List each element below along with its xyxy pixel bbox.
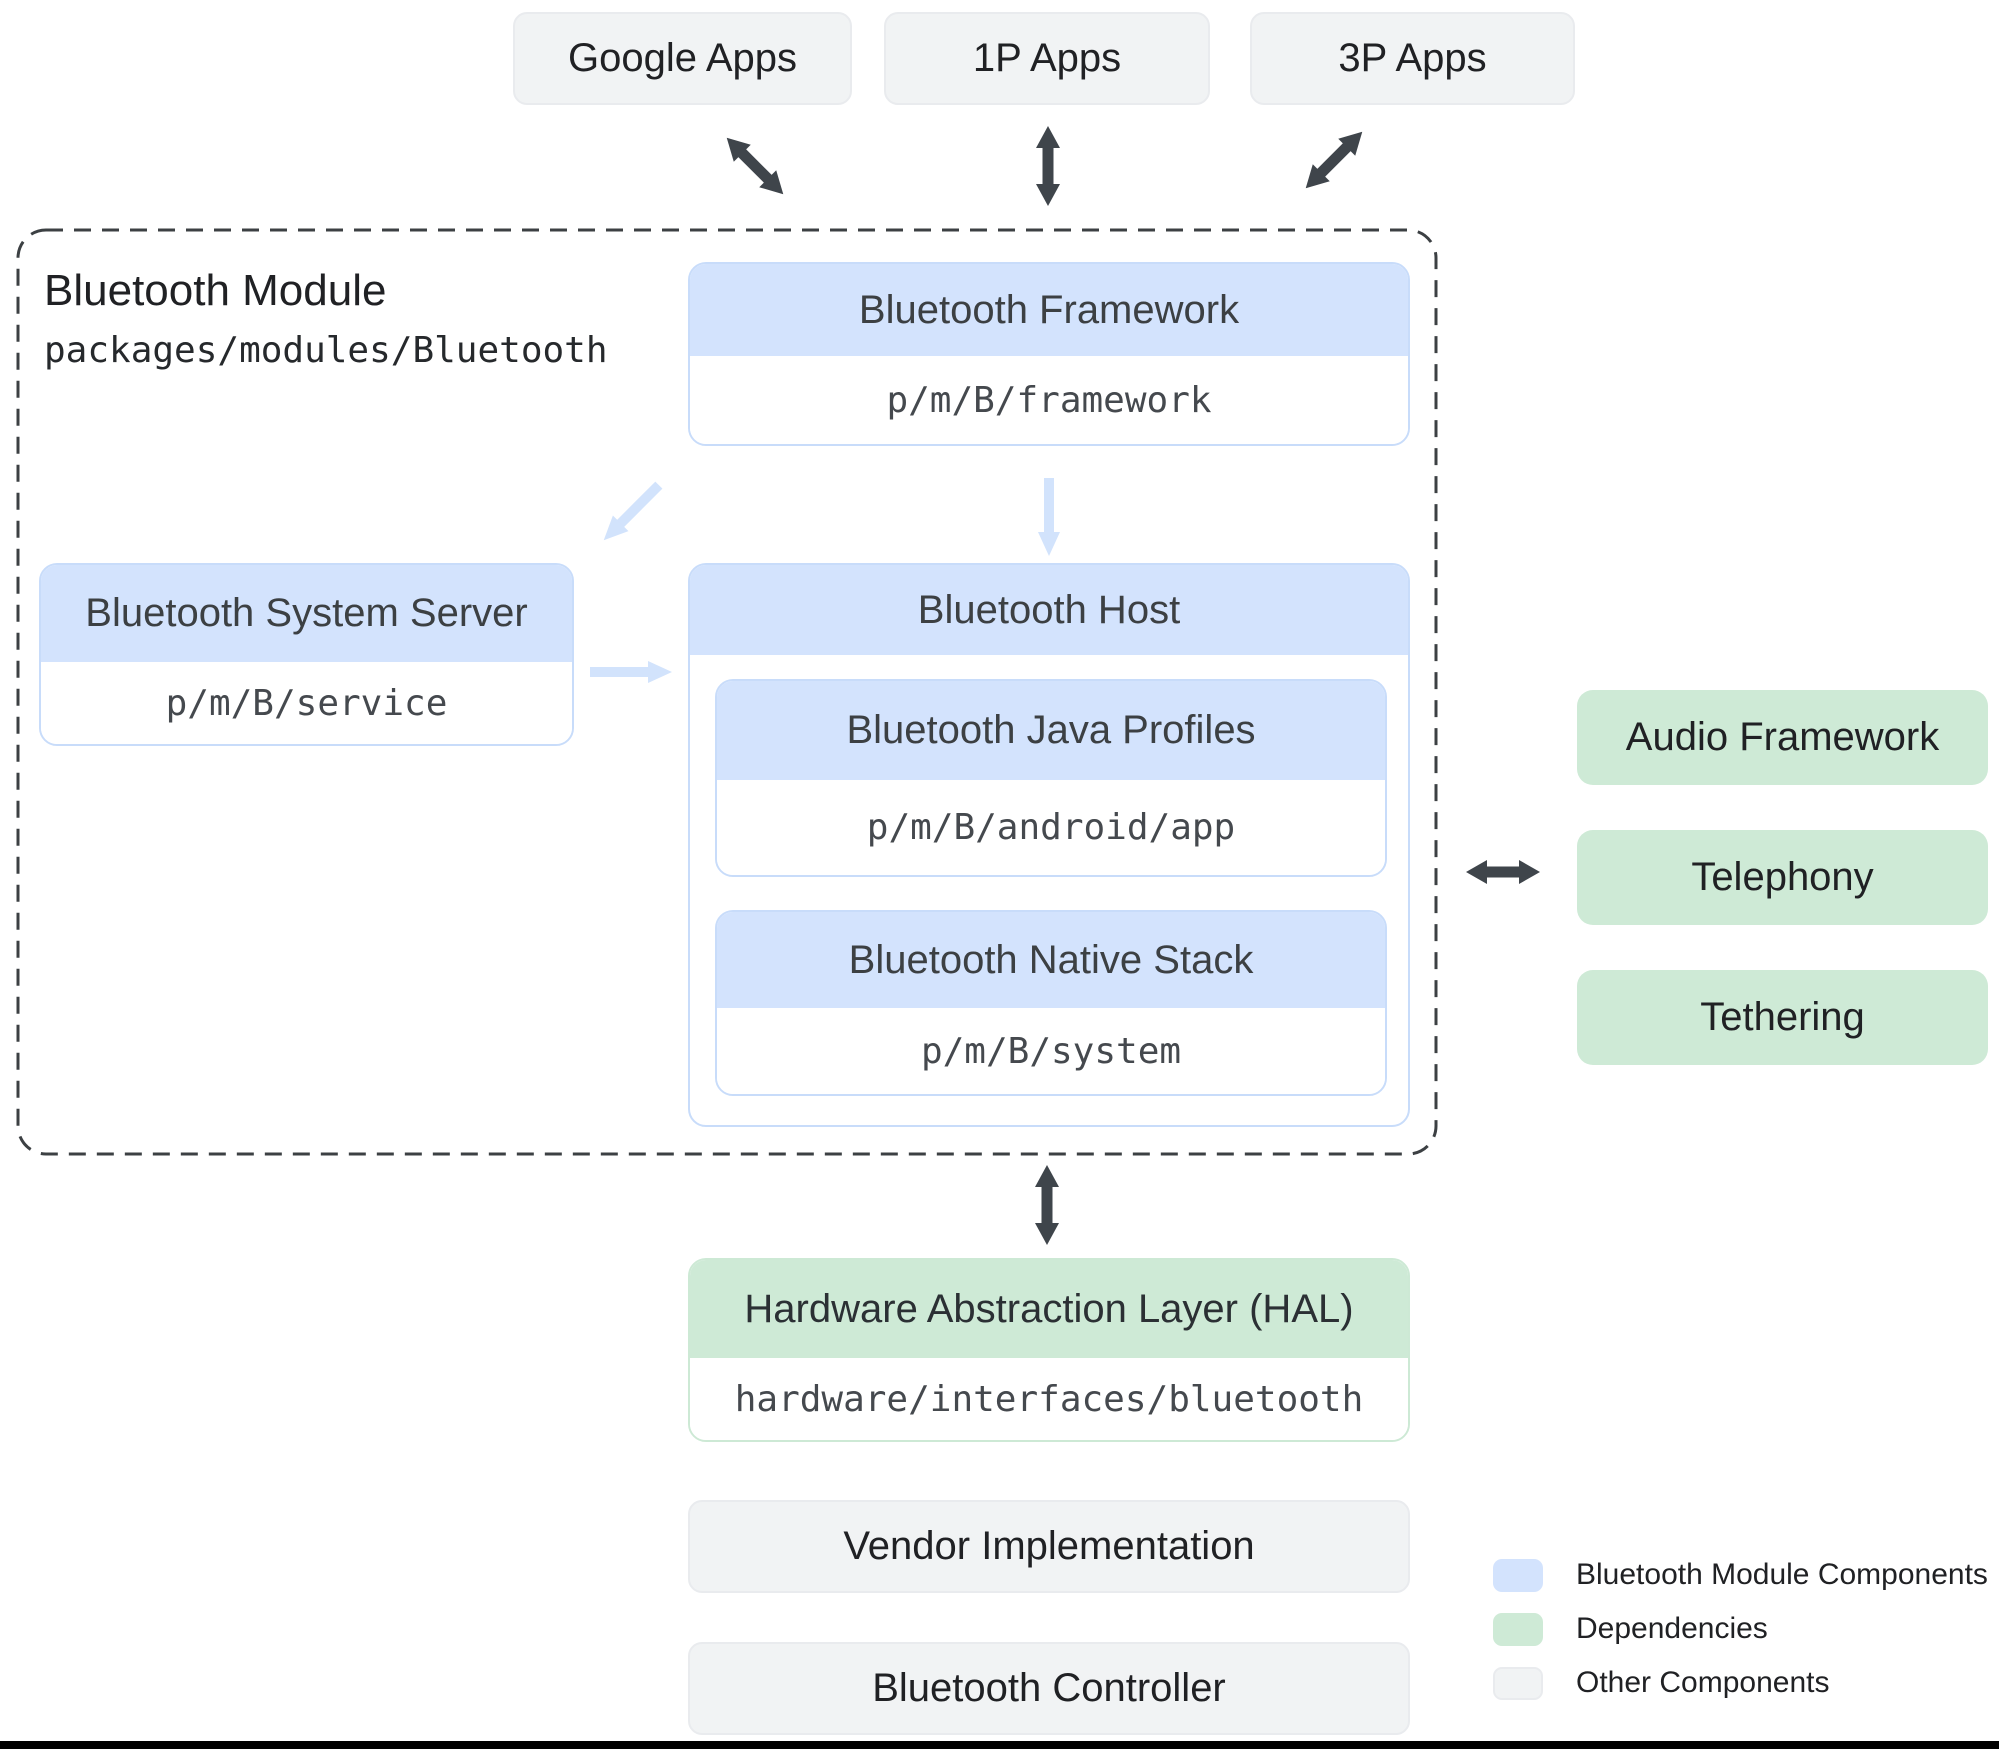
third-party-apps-box: 3P Apps: [1250, 12, 1575, 105]
audio-framework-box: Audio Framework: [1577, 690, 1988, 785]
bidirectional-arrow-icon: [1034, 1165, 1060, 1245]
bluetooth-framework-path: p/m/B/framework: [690, 356, 1408, 444]
hal-title: Hardware Abstraction Layer (HAL): [690, 1260, 1408, 1358]
screenshot-bottom-edge: [0, 1741, 1999, 1749]
google-apps-box: Google Apps: [513, 12, 852, 105]
google-apps-label: Google Apps: [567, 36, 798, 80]
bluetooth-controller-label: Bluetooth Controller: [872, 1666, 1226, 1710]
legend-label: Dependencies: [1576, 1612, 1768, 1645]
legend-item-bluetooth-module-components: Bluetooth Module Components: [1493, 1558, 1988, 1592]
bluetooth-framework-card: Bluetooth Framework p/m/B/framework: [688, 262, 1410, 446]
vendor-implementation-box: Vendor Implementation: [688, 1500, 1410, 1593]
bluetooth-system-server-title: Bluetooth System Server: [41, 565, 572, 662]
hal-card: Hardware Abstraction Layer (HAL) hardwar…: [688, 1258, 1410, 1442]
legend-swatch-gray: [1493, 1666, 1543, 1700]
down-left-arrow-icon: [595, 475, 669, 549]
bluetooth-java-profiles-path: p/m/B/android/app: [717, 780, 1385, 875]
bidirectional-arrow-icon: [1466, 859, 1540, 885]
legend-swatch-blue: [1493, 1558, 1543, 1592]
bluetooth-native-stack-title: Bluetooth Native Stack: [717, 912, 1385, 1008]
tethering-label: Tethering: [1700, 995, 1865, 1039]
bluetooth-module-dashed-border: [16, 228, 1438, 1156]
legend-label: Other Components: [1576, 1666, 1830, 1699]
bidirectional-arrow-icon: [718, 129, 793, 204]
bluetooth-host-card: Bluetooth Host Bluetooth Java Profiles p…: [688, 563, 1410, 1127]
bluetooth-system-server-card: Bluetooth System Server p/m/B/service: [39, 563, 574, 746]
bluetooth-controller-box: Bluetooth Controller: [688, 1642, 1410, 1735]
first-party-apps-box: 1P Apps: [884, 12, 1210, 105]
bluetooth-framework-title: Bluetooth Framework: [690, 264, 1408, 356]
legend-item-dependencies: Dependencies: [1493, 1612, 1768, 1646]
legend-label: Bluetooth Module Components: [1576, 1558, 1988, 1591]
bidirectional-arrow-icon: [1297, 123, 1372, 198]
bluetooth-module-path: packages/modules/Bluetooth: [44, 330, 608, 371]
right-arrow-icon: [588, 660, 672, 684]
bluetooth-java-profiles-title: Bluetooth Java Profiles: [717, 681, 1385, 780]
audio-framework-label: Audio Framework: [1625, 715, 1940, 759]
hal-path: hardware/interfaces/bluetooth: [690, 1358, 1408, 1440]
tethering-box: Tethering: [1577, 970, 1988, 1065]
first-party-apps-label: 1P Apps: [972, 36, 1122, 80]
bluetooth-native-stack-path: p/m/B/system: [717, 1008, 1385, 1094]
bluetooth-host-title: Bluetooth Host: [690, 565, 1408, 655]
legend-item-other-components: Other Components: [1493, 1666, 1829, 1700]
third-party-apps-label: 3P Apps: [1338, 36, 1487, 80]
telephony-label: Telephony: [1691, 855, 1874, 899]
bluetooth-java-profiles-card: Bluetooth Java Profiles p/m/B/android/ap…: [715, 679, 1387, 877]
legend-swatch-green: [1493, 1612, 1543, 1646]
bluetooth-native-stack-card: Bluetooth Native Stack p/m/B/system: [715, 910, 1387, 1096]
down-arrow-icon: [1037, 476, 1061, 556]
vendor-implementation-label: Vendor Implementation: [843, 1524, 1255, 1568]
bluetooth-system-server-path: p/m/B/service: [41, 662, 572, 744]
bluetooth-module-title: Bluetooth Module: [44, 266, 387, 315]
telephony-box: Telephony: [1577, 830, 1988, 925]
bidirectional-arrow-icon: [1035, 126, 1061, 206]
